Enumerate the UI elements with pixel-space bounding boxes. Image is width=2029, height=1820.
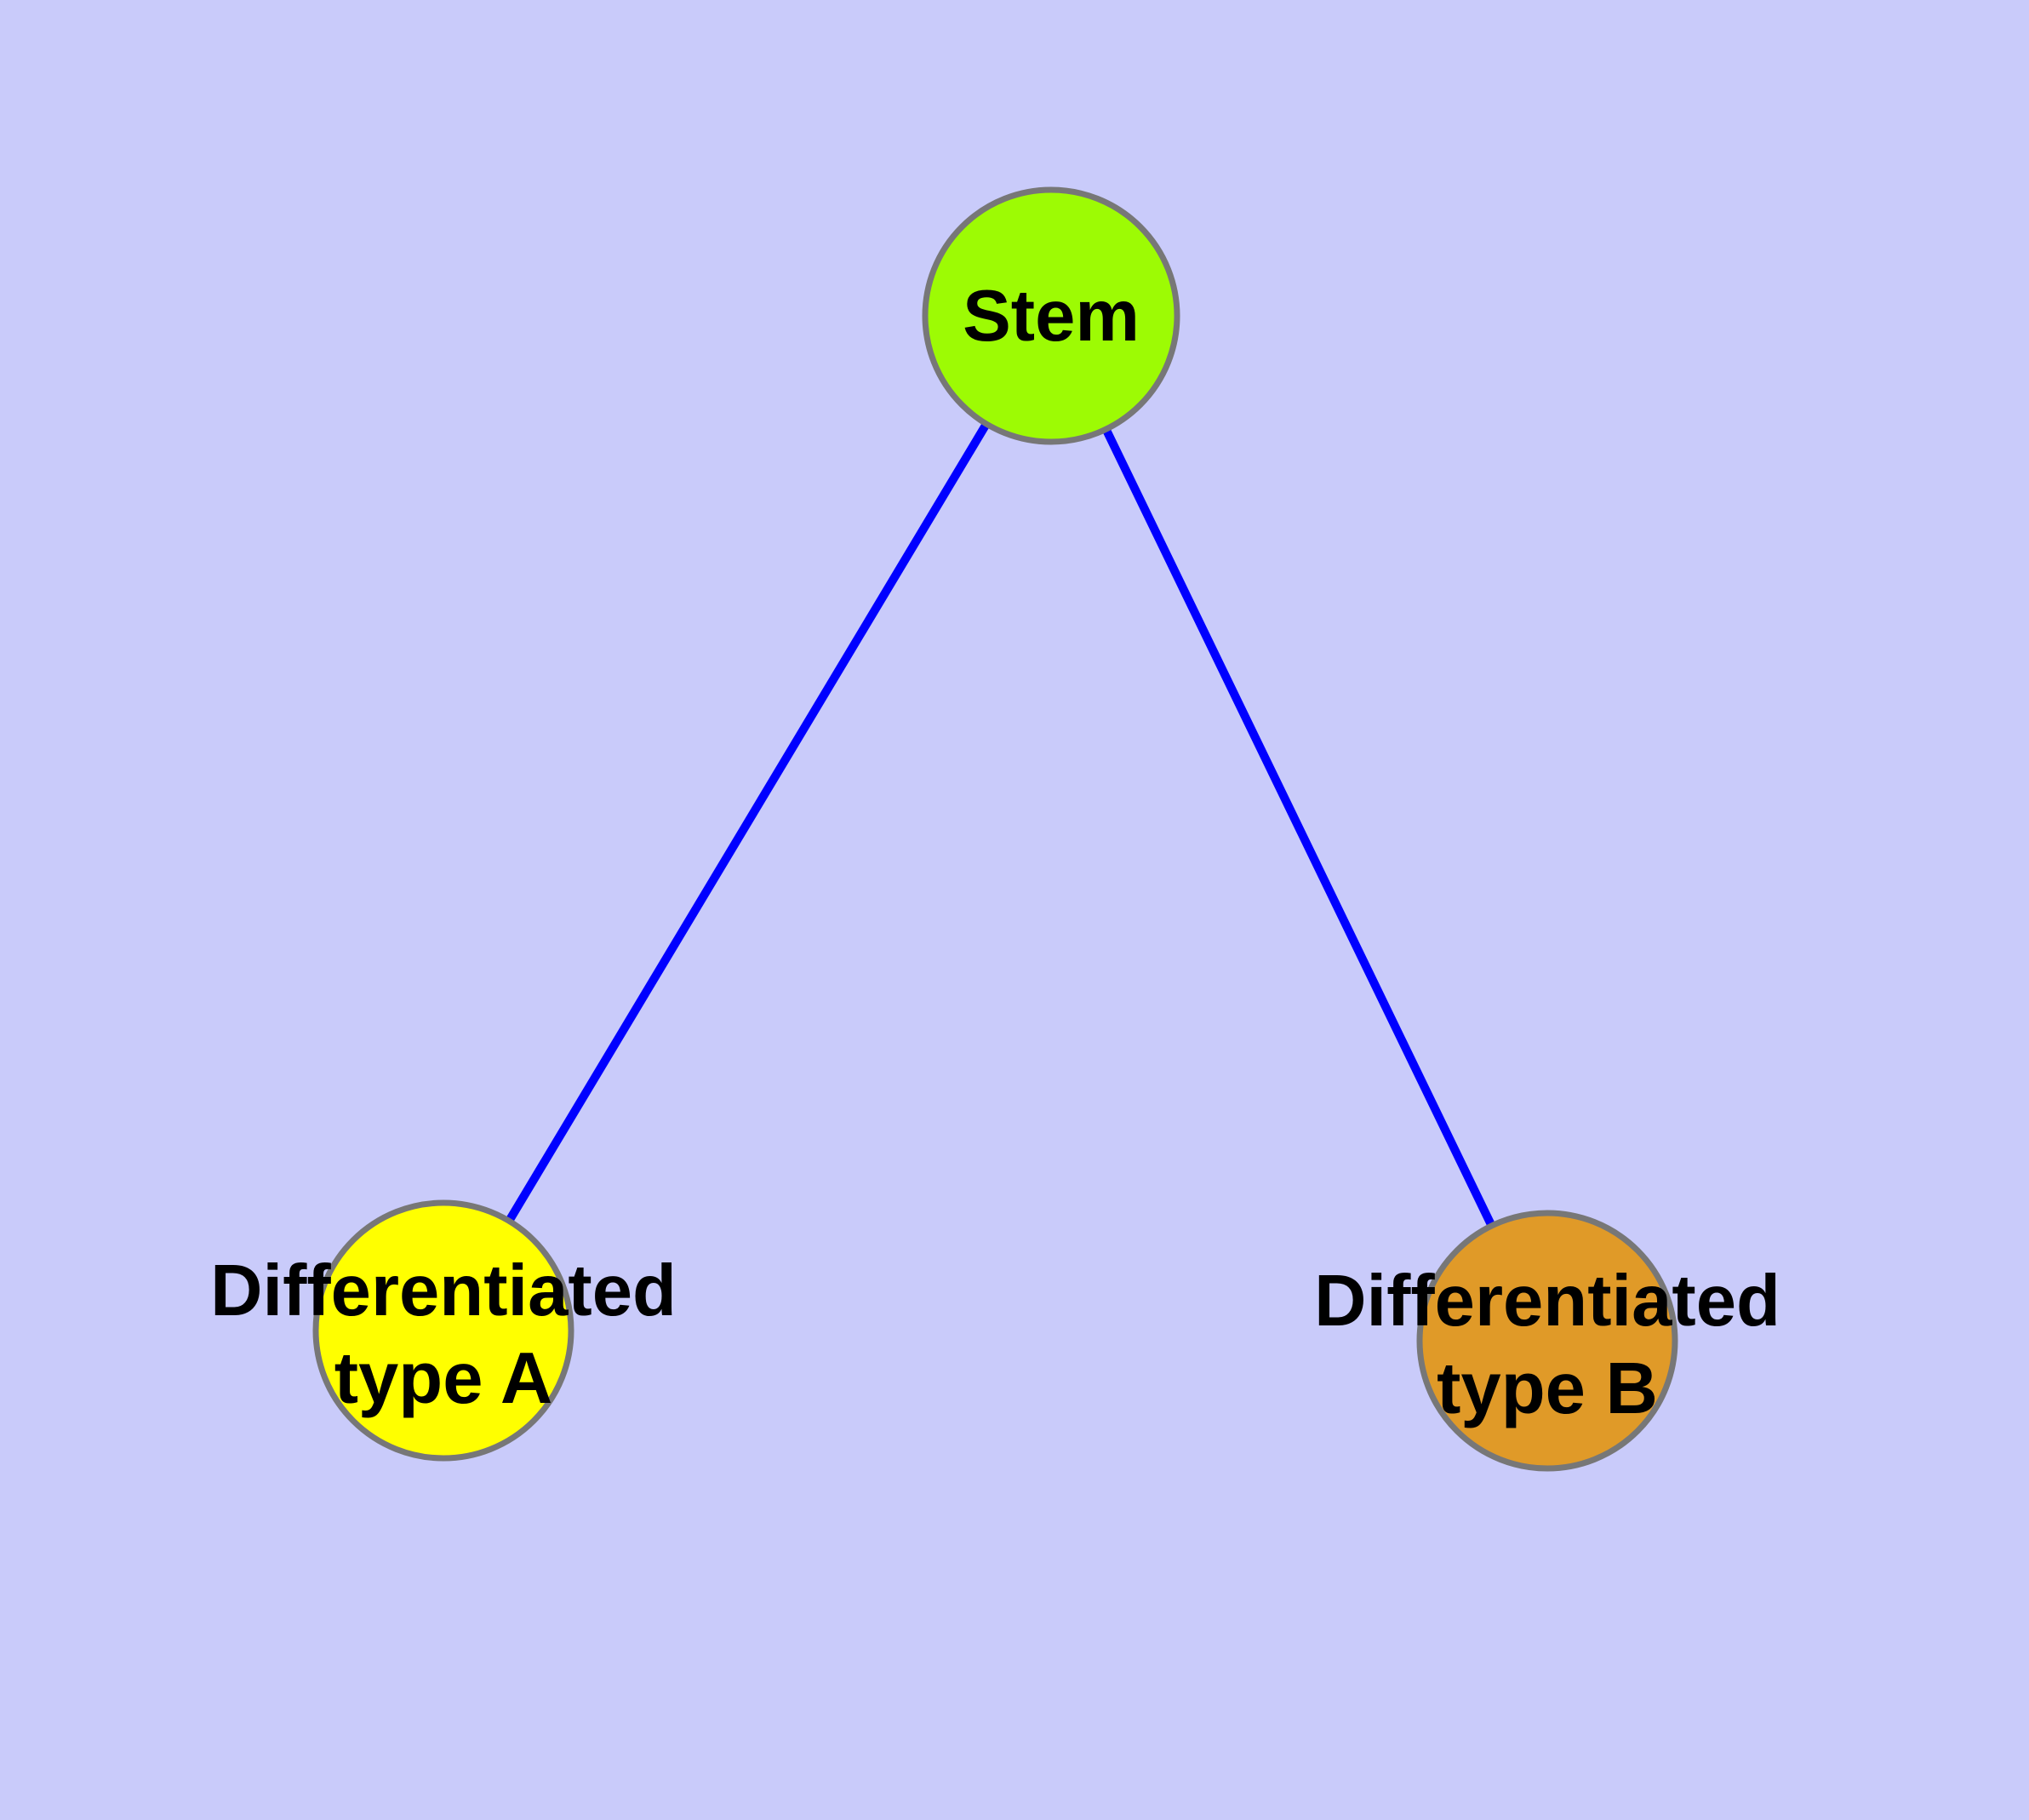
node-diff-a[interactable] [312, 1199, 574, 1462]
edge-stem-diff-b[interactable] [1100, 424, 1497, 1231]
node-label-diff-a-line-2: type A [334, 1338, 553, 1419]
edge-stem-diff-a[interactable] [503, 418, 992, 1227]
node-diff-b[interactable] [1416, 1210, 1678, 1472]
nodes-group [312, 186, 1678, 1472]
node-stem[interactable] [922, 186, 1180, 445]
node-label-diff-a-line-1: Differentiated [210, 1251, 677, 1331]
edges-group [503, 418, 1497, 1231]
node-label-diff-b-line-2: type B [1437, 1348, 1658, 1429]
node-label-stem-line-1: Stem [963, 276, 1140, 357]
node-label-diff-b-line-1: Differentiated [1314, 1261, 1780, 1342]
